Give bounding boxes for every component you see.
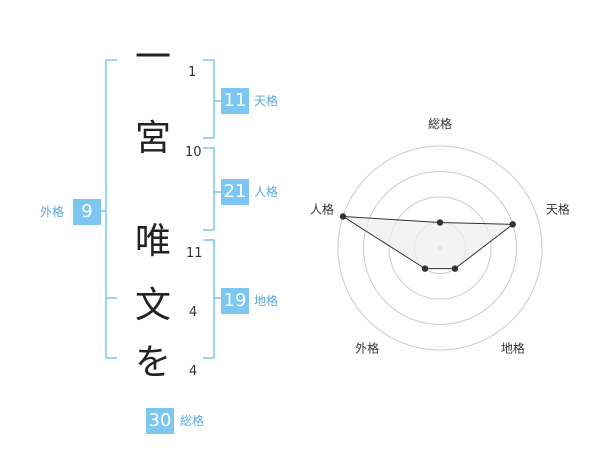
gaikaku-label: 外格 [40, 205, 65, 219]
name-char-4: 文 [134, 285, 171, 326]
tenkaku-badge: 11 [221, 88, 249, 114]
name-char-3: 唯 [134, 221, 171, 262]
stroke-count-2: 10 [185, 145, 202, 160]
radar-grid-ring [363, 171, 517, 325]
radar-axis-label-4: 外格 [355, 340, 379, 355]
stroke-count-4: 4 [189, 305, 198, 320]
chikaku-badge: 19 [221, 288, 249, 314]
stroke-count-5: 4 [189, 364, 198, 379]
radar-axis-label-3: 地格 [501, 340, 525, 355]
radar-axis-label-5: 人格 [310, 202, 334, 217]
radar-grid-ring [337, 145, 543, 351]
jinkaku-bracket [203, 147, 215, 231]
radar-point-2 [509, 221, 516, 228]
radar-point-4 [421, 265, 429, 272]
radar-grid-ring [388, 196, 492, 300]
radar-series-polygon [342, 215, 515, 270]
chikaku-bracket [203, 239, 215, 359]
radar-point-5 [339, 213, 347, 220]
radar-axis-label-1: 総格 [428, 116, 452, 131]
tenkaku-bracket [203, 59, 215, 139]
jinkaku-label: 人格 [254, 185, 279, 199]
gaikaku-badge: 9 [73, 199, 101, 225]
name-char-2: 宮 [134, 118, 171, 159]
stroke-count-1: 1 [188, 65, 197, 80]
name-char-1: 一 [134, 37, 171, 78]
jinkaku-badge: 21 [221, 179, 249, 205]
radar-point-3 [451, 265, 459, 272]
soukaku-badge: 30 [146, 408, 174, 434]
name-char-5: を [134, 342, 171, 383]
radar-point-1 [436, 219, 444, 226]
tenkaku-label: 天格 [254, 94, 279, 108]
chikaku-label: 地格 [254, 294, 279, 308]
gaikaku-bracket [105, 59, 117, 359]
stroke-count-3: 11 [186, 246, 203, 261]
soukaku-label: 総格 [180, 414, 205, 428]
radar-axis-label-2: 天格 [546, 202, 570, 217]
